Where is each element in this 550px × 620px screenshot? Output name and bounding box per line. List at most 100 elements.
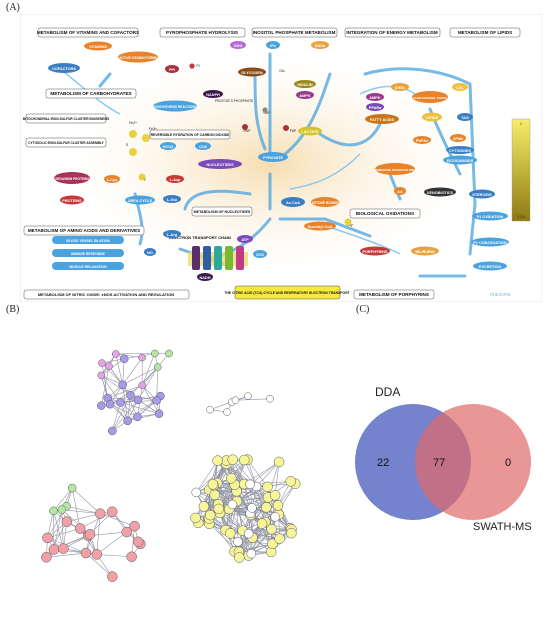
svg-text:COFACTORS: COFACTORS	[52, 67, 76, 71]
node-eicosanoids: EICOSANOIDS	[443, 155, 477, 165]
node-g6p: G6P	[263, 111, 271, 115]
network-node	[234, 552, 245, 563]
node-fe2: Fe2+	[129, 121, 137, 125]
network-node	[94, 508, 106, 519]
svg-text:CHOLESTEROL ESTER: CHOLESTEROL ESTER	[413, 96, 447, 100]
header-no-text: METABOLISM OF NITRIC OXIDE: eNOS ACTIVAT…	[38, 292, 174, 297]
node-pi: Pi	[189, 63, 200, 69]
network-node	[58, 543, 69, 554]
header-porphyrins-text: METABOLISM OF PORPHYRINS	[359, 292, 429, 297]
network-node	[108, 426, 117, 436]
venn-both: 77	[433, 457, 445, 469]
network-edge	[96, 513, 101, 555]
node-p2-conjugation: P2 CONJUGATION	[471, 237, 509, 247]
network-edge	[235, 398, 270, 401]
svg-text:AMPK: AMPK	[299, 94, 310, 98]
network-node	[42, 532, 53, 544]
svg-text:BILIRUBIN: BILIRUBIN	[415, 250, 434, 254]
network-node	[266, 523, 277, 535]
reactome-pathway-diagram: METABOLISM OF VITAMINS AND COFACTORS PYR…	[20, 14, 542, 302]
node-membrane: MEMBRANE PHOSPHOLIPIDS	[373, 163, 417, 175]
svg-text:EICOSANOIDS: EICOSANOIDS	[447, 159, 474, 163]
svg-text:NUCLEOTIDES: NUCLEOTIDES	[206, 163, 234, 167]
network-node	[165, 349, 173, 358]
svg-text:INSULIN: INSULIN	[297, 83, 312, 87]
node-active-vitamin: ACTIVE VITAMIN FORMS	[118, 51, 158, 63]
node-fe3: Fe3+	[149, 127, 157, 131]
network-node	[97, 371, 105, 380]
node-cholesterol-ester: CHOLESTEROL ESTER	[412, 91, 448, 103]
network-edge	[71, 487, 101, 514]
network-node	[154, 409, 164, 418]
network-node	[231, 396, 240, 404]
network-node	[132, 536, 144, 548]
network-node	[198, 501, 210, 512]
node-bilirubin: BILIRUBIN	[411, 246, 439, 256]
network-node	[270, 512, 280, 522]
network-edge	[109, 384, 143, 405]
network-node	[274, 533, 285, 544]
network-node	[256, 518, 268, 529]
header-mito-fes-text: MITOCHONDRIAL IRON-SULFUR CLUSTER BIOGEN…	[23, 117, 109, 121]
header-pyrophosphate-text: PYROPHOSPHATE HYDROLYSIS	[166, 30, 238, 35]
network-node	[105, 362, 113, 370]
network-node	[206, 405, 214, 414]
node-glycogen: GLYCOGEN	[238, 67, 266, 77]
network-node	[154, 363, 162, 371]
network-node	[138, 381, 147, 390]
svg-text:NADH: NADH	[200, 276, 211, 280]
node-steroids: STEROIDS	[469, 189, 495, 199]
node-immune: IMMUNE RESPONSE	[52, 249, 124, 257]
node-cytokines: CYTOKINES	[446, 146, 474, 154]
panel-a-label: (A)	[6, 2, 20, 13]
node-f6p: F6P	[290, 129, 297, 133]
network-node	[244, 392, 252, 400]
node-no: NO	[144, 248, 156, 256]
panel-c-label: (C)	[356, 304, 370, 315]
network-edge	[256, 461, 280, 487]
network-edge	[274, 461, 280, 496]
network-edge	[66, 513, 101, 522]
svg-text:L-Cys: L-Cys	[107, 178, 118, 182]
node-s: S	[126, 143, 129, 147]
network-node	[111, 350, 120, 358]
svg-text:PROTEINS: PROTEINS	[62, 199, 82, 203]
node-co2: CO2	[195, 142, 211, 150]
node-p1-oxidation: P1 OXIDATION	[472, 211, 508, 221]
network-edge	[120, 402, 160, 414]
svg-text:HCO3: HCO3	[163, 145, 174, 149]
network-node	[107, 571, 118, 582]
network-edge	[242, 507, 267, 531]
network-edge	[142, 366, 159, 386]
node-tag: TAG	[457, 113, 473, 121]
network-node	[61, 516, 73, 527]
network-edge	[96, 554, 132, 558]
network-node	[269, 490, 281, 501]
node-biosynthesis: BIOSYNTHESIS REACTIONS	[153, 100, 197, 112]
network-node	[225, 528, 236, 539]
venn-right-circle	[415, 404, 531, 520]
svg-text:PORPHYRINS: PORPHYRINS	[362, 250, 388, 254]
network-edge	[249, 461, 280, 485]
node-lasp: L-Asp	[166, 175, 184, 183]
network-node	[133, 412, 142, 422]
network-edge	[53, 487, 73, 512]
svg-text:CHOL: CHOL	[395, 86, 406, 90]
node-pufas: PUFAs	[413, 136, 431, 144]
network-node	[243, 528, 254, 539]
node-succinyl: Succinyl-CoA	[304, 221, 336, 231]
network-node	[91, 549, 103, 560]
venn-left-label: DDA	[375, 385, 400, 399]
reactome-logo: reactome	[490, 292, 511, 298]
svg-text:CYTOKINES: CYTOKINES	[449, 149, 472, 153]
header-amino-acids-text: METABOLISM OF AMINO ACIDS AND DERIVATIVE…	[28, 228, 140, 233]
network-node	[245, 479, 255, 490]
network-node	[205, 509, 216, 521]
network-edge	[46, 552, 86, 558]
header-vitamins	[37, 27, 139, 38]
network-node	[207, 479, 219, 490]
header-vitamins-text: METABOLISM OF VITAMINS AND COFACTORS	[37, 30, 139, 35]
node-larg: L-Arg	[163, 230, 181, 238]
network-node	[286, 527, 297, 539]
network-node	[262, 481, 273, 493]
